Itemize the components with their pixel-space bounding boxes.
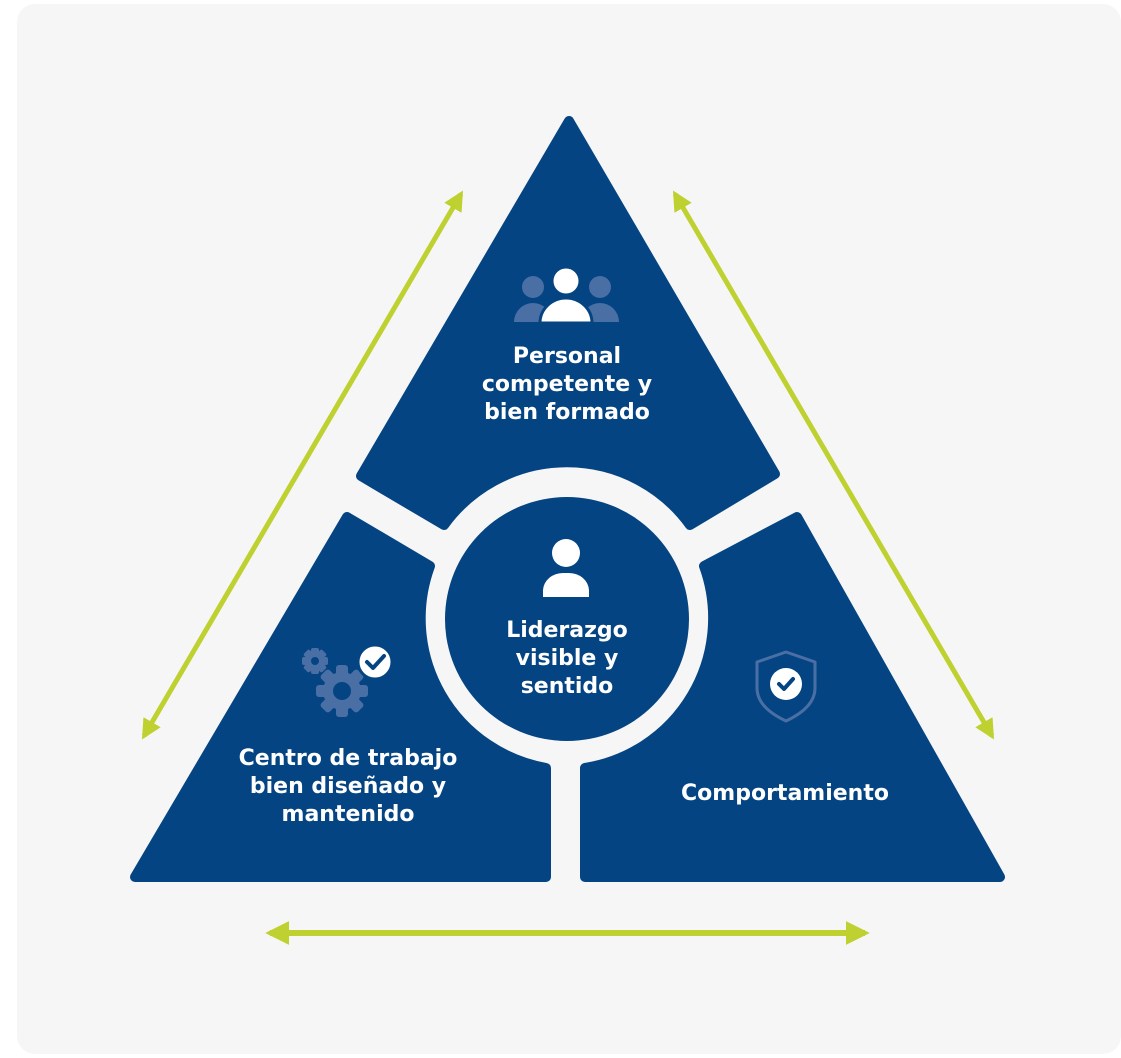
group-icon [514,265,619,325]
gears-check-icon [302,643,394,717]
segment-left-label-line: mantenido [281,802,415,827]
segment-left-label-line: Centro de trabajo [238,746,458,771]
segment-left-label: Centro de trabajo bien diseñado y manten… [203,745,493,829]
center-circle [445,497,689,741]
segment-right-label: Comportamiento [650,780,920,808]
person-icon [543,539,589,597]
segment-top-label-line: competente y [481,372,653,397]
arrow-top-to-right [672,190,995,740]
segment-top-label: Personal competente y bien formado [442,343,692,427]
center-label-line: Liderazgo [506,618,628,643]
segment-top-label-line: Personal [512,344,622,369]
center-label: Liderazgo visible y sentido [477,617,657,701]
arrow-top-to-left [141,190,464,740]
segment-right-label-line: Comportamiento [681,781,889,806]
center-label-line: visible y [515,646,619,671]
segment-top-label-line: bien formado [484,400,650,425]
center-label-line: sentido [520,674,614,699]
shield-check-icon [755,650,817,723]
segment-left-label-line: bien diseñado y [249,774,447,799]
